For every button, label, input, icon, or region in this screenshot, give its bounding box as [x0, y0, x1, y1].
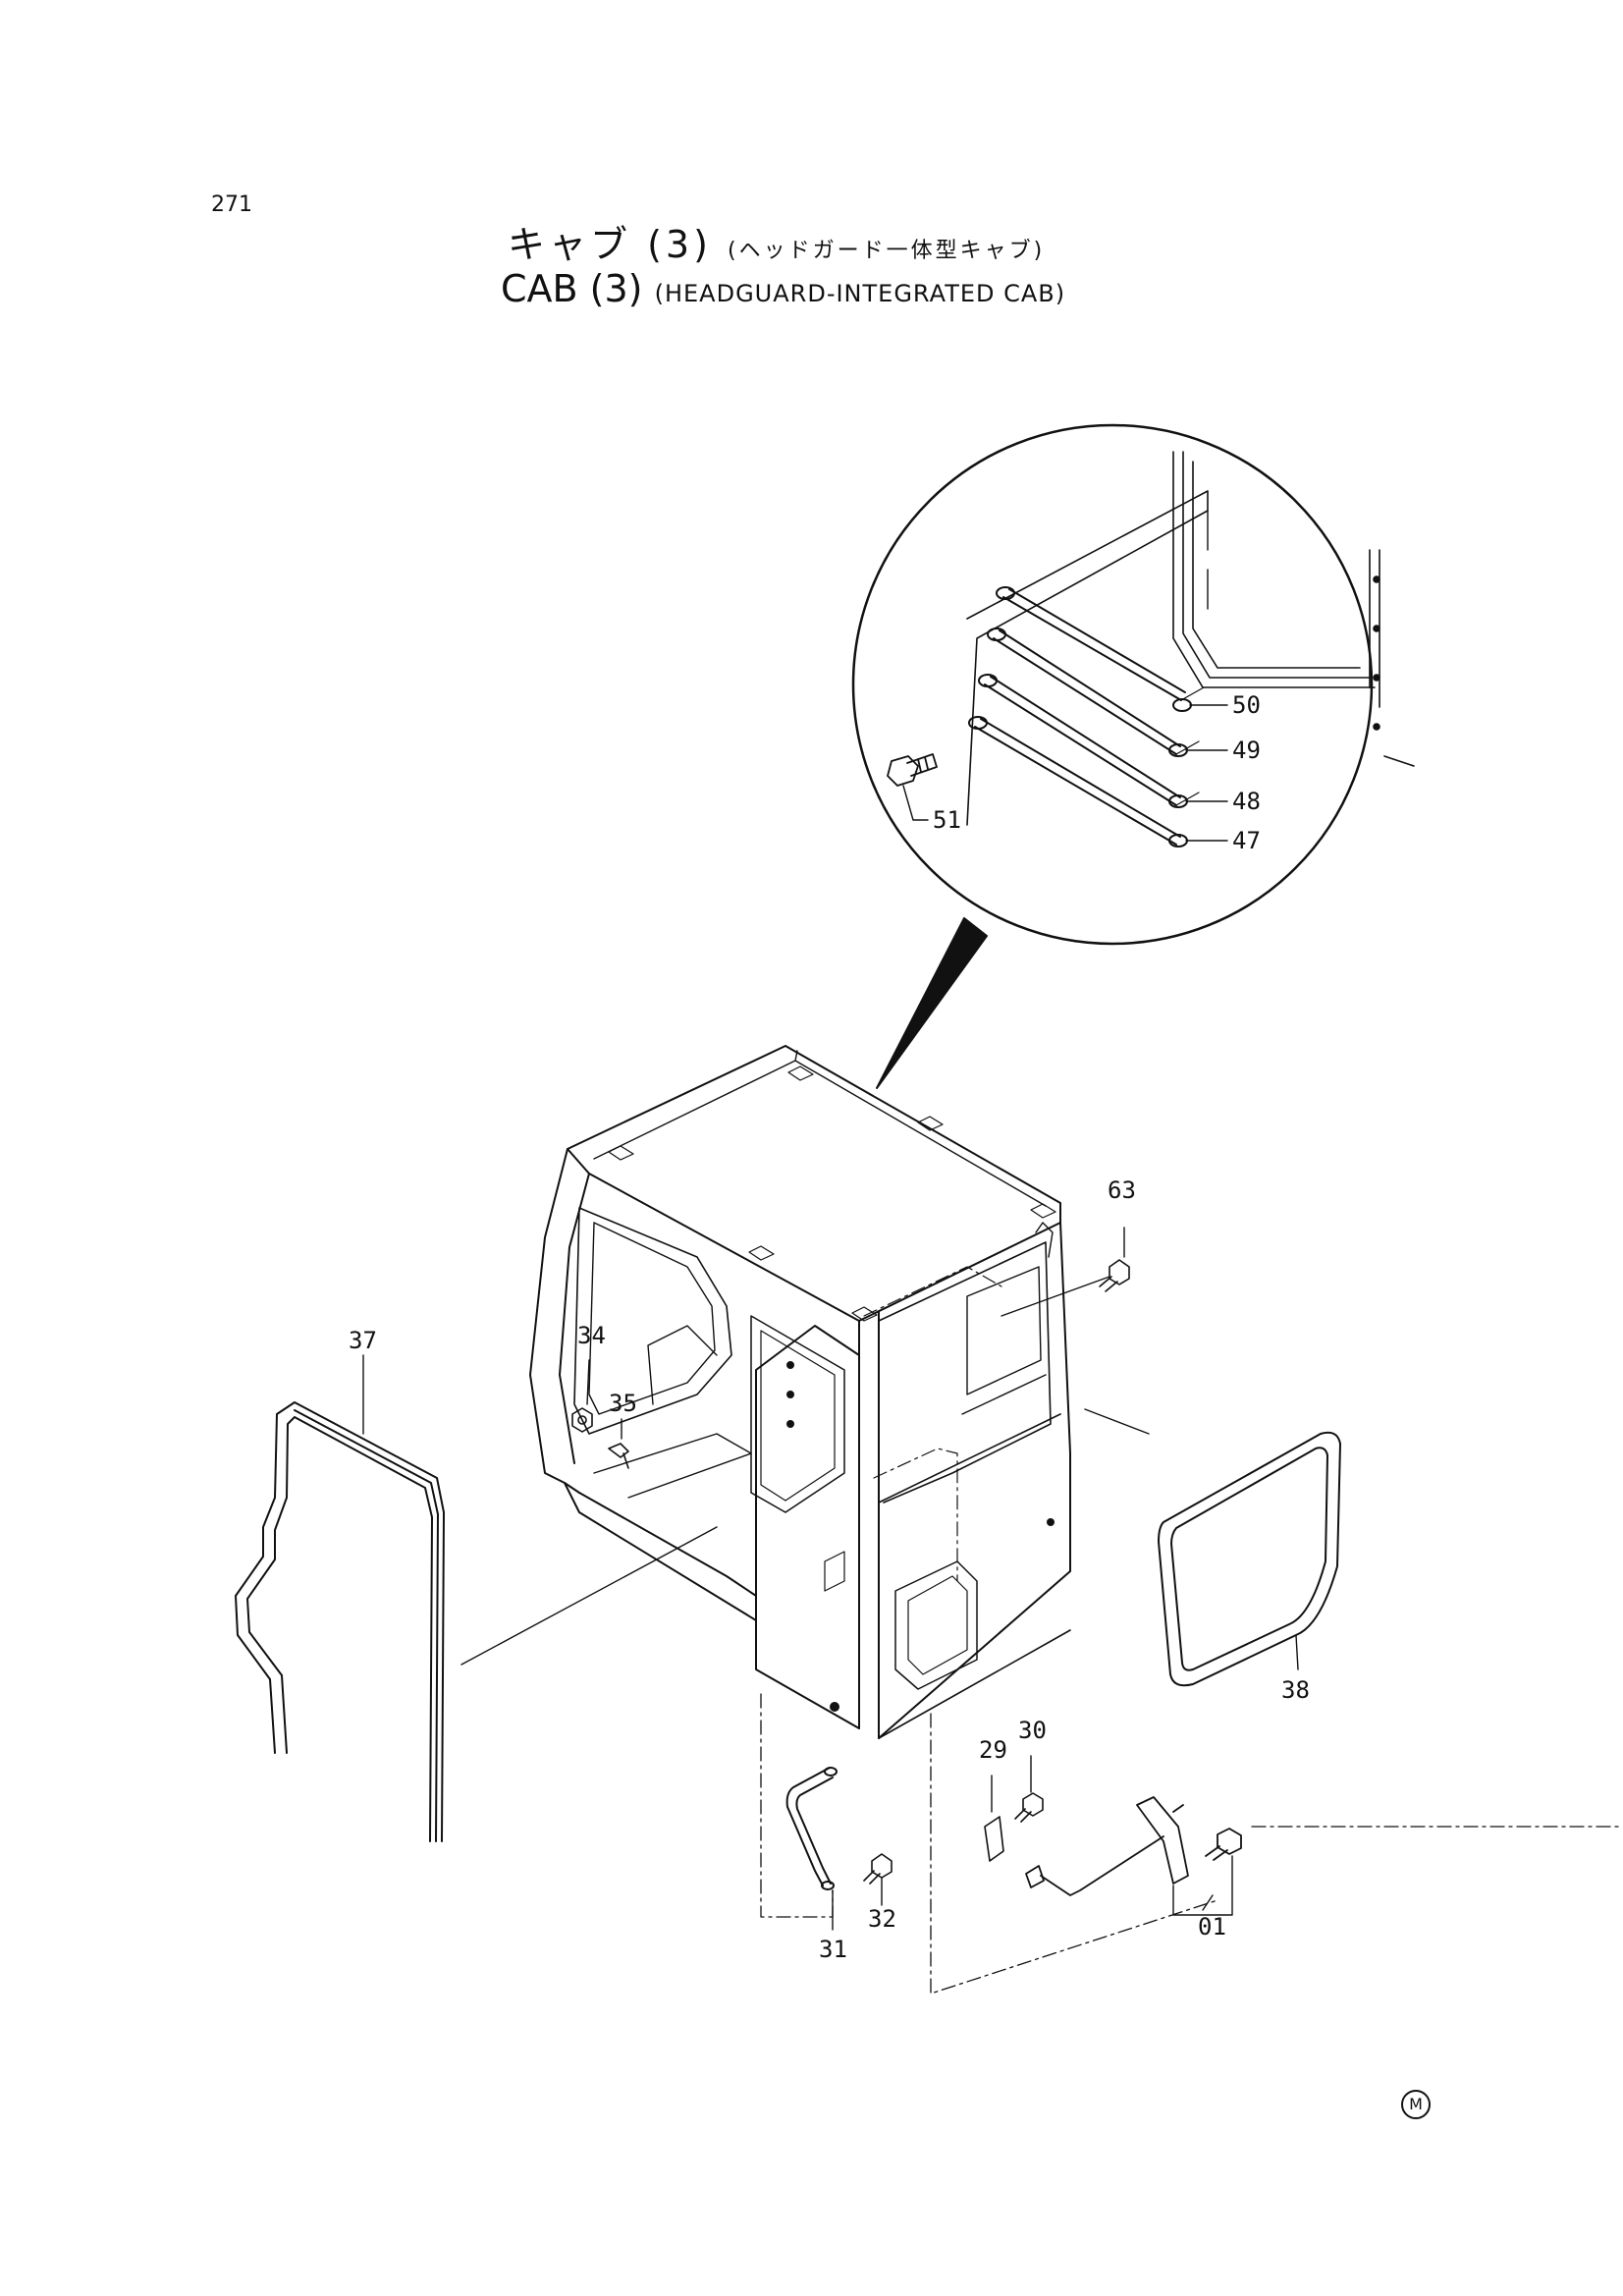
- bolt-32-icon: [863, 1853, 893, 1885]
- detail-pointer-wedge: [876, 917, 988, 1089]
- assembly-lines: [760, 1693, 1623, 1995]
- handle-31-icon: [785, 1767, 838, 1890]
- callout-47: 47: [1232, 827, 1261, 854]
- callout-49: 49: [1232, 737, 1261, 764]
- bolt-30-icon: [1014, 1792, 1044, 1823]
- title-english-sub: (HEADGUARD-INTEGRATED CAB): [654, 280, 1066, 307]
- lock-assembly-01-icon: [1025, 1796, 1242, 1896]
- cab-rear-pillar: [858, 1310, 880, 1739]
- callout-01: 01: [1198, 1913, 1226, 1941]
- title-english: CAB (3) (HEADGUARD-INTEGRATED CAB): [501, 267, 1065, 310]
- callout-35: 35: [609, 1390, 637, 1417]
- callout-37: 37: [349, 1327, 377, 1354]
- inset-straps: [968, 586, 1205, 847]
- title-japanese: キャブ (3) (ヘッドガード一体型キャブ): [508, 214, 1045, 268]
- clip-29-icon: [984, 1816, 1004, 1862]
- publisher-mark: M: [1401, 2090, 1431, 2119]
- callout-50: 50: [1232, 691, 1261, 719]
- strap-47: [974, 718, 1181, 846]
- callout-34: 34: [577, 1322, 606, 1349]
- callout-38: 38: [1281, 1676, 1310, 1704]
- callout-51: 51: [933, 806, 961, 834]
- detail-circle: [851, 423, 1374, 946]
- bolt-63-icon: [1099, 1259, 1130, 1292]
- title-english-main: CAB (3): [501, 267, 643, 310]
- strap-48: [984, 676, 1181, 806]
- strap-50: [1002, 588, 1186, 701]
- callout-63: 63: [1108, 1176, 1136, 1204]
- strap-49: [993, 629, 1181, 755]
- cab-right-pillar: [878, 1222, 1071, 1739]
- inset-leaders: [902, 704, 1228, 842]
- cab-door-panel: [755, 1325, 860, 1729]
- page-number: 271: [211, 192, 252, 217]
- weatherstrip-37: [235, 1401, 445, 1842]
- bolt-35-icon: [608, 1443, 629, 1469]
- bolt-51-icon: [887, 753, 938, 787]
- cab-side-panel: [878, 1413, 1071, 1739]
- title-japanese-main: キャブ (3): [508, 223, 712, 266]
- inset-cab-pillar: [1172, 451, 1415, 767]
- callout-32: 32: [868, 1905, 896, 1933]
- detail-inset: [851, 423, 1415, 1089]
- callout-48: 48: [1232, 788, 1261, 815]
- title-japanese-sub: (ヘッドガード一体型キャブ): [728, 239, 1046, 263]
- nut-34-icon: [571, 1407, 593, 1433]
- callout-30: 30: [1018, 1717, 1047, 1744]
- cab-body: [529, 1045, 1071, 1739]
- callout-29: 29: [979, 1736, 1007, 1764]
- callout-31: 31: [819, 1936, 847, 1963]
